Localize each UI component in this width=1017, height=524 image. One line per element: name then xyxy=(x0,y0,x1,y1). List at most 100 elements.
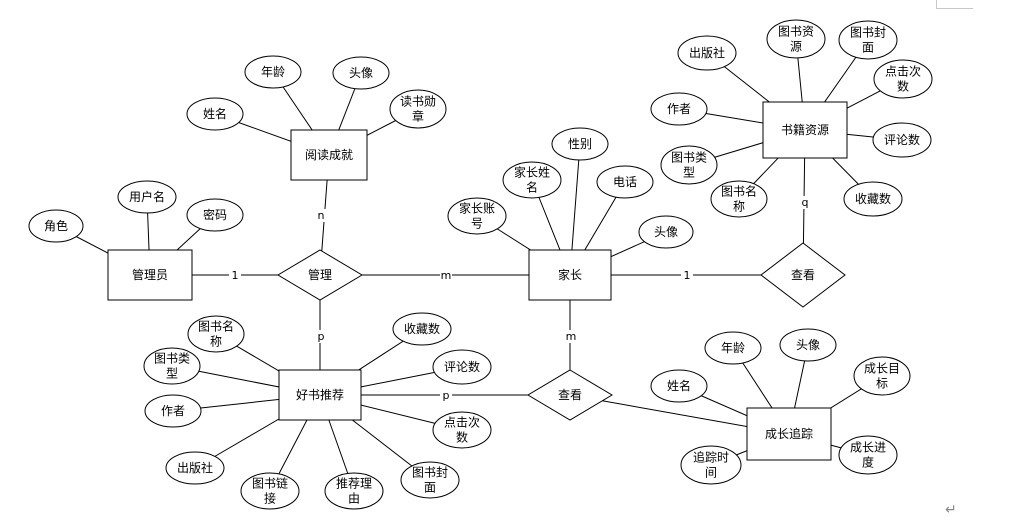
attribute-ellipse xyxy=(779,328,837,362)
entity-growth: 成长追踪 xyxy=(746,407,832,461)
attribute-ellipse xyxy=(680,445,742,485)
attribute-label-line-1: 追踪时 xyxy=(693,450,729,465)
attribute-ellipse xyxy=(117,180,177,214)
relationship-label: 管理 xyxy=(308,267,332,282)
cardinality-background xyxy=(229,269,241,282)
cardinality-c-books-viewbooks: q xyxy=(802,196,809,209)
cardinality-background xyxy=(440,389,452,402)
attribute-label-line-2: 标 xyxy=(876,377,888,391)
attribute-ellipse xyxy=(186,97,244,131)
attribute-label-line-2: 称 xyxy=(733,200,745,214)
attribute-ellipse xyxy=(432,349,492,385)
cardinality-c-reading-manage: n xyxy=(318,209,325,222)
entity-label: 书籍资源 xyxy=(781,122,829,137)
attribute-label: 评论数 xyxy=(444,359,480,374)
attribute-label-line-2: 名 xyxy=(526,180,538,195)
attribute-b-publisher: 出版社 xyxy=(677,35,737,71)
attribute-label-line-1: 点击次 xyxy=(885,65,921,79)
attribute-ellipse xyxy=(240,472,300,510)
attribute-ellipse xyxy=(392,312,452,346)
relationship-label: 查看 xyxy=(558,388,582,402)
attribute-label-line-1: 图书链 xyxy=(252,476,288,491)
attribute-ellipse xyxy=(838,435,898,475)
cardinality-c-manage-parent: m xyxy=(441,269,452,282)
attribute-label-line-2: 数 xyxy=(456,430,468,445)
relationship-label: 查看 xyxy=(791,268,815,282)
attribute-ellipse xyxy=(843,181,903,217)
attribute-label-line-2: 称 xyxy=(210,335,222,349)
attribute-t-age: 年龄 xyxy=(704,331,762,365)
attribute-ellipse xyxy=(650,92,708,126)
attribute-label: 年龄 xyxy=(261,65,285,79)
attribute-ellipse xyxy=(710,180,768,218)
attribute-label: 头像 xyxy=(796,338,820,352)
attribute-label-line-1: 图书封 xyxy=(850,26,886,40)
attribute-label-line-2: 由 xyxy=(348,492,360,506)
attribute-label: 评论数 xyxy=(884,132,920,147)
attribute-label: 性别 xyxy=(568,137,592,151)
attribute-t-avatar: 头像 xyxy=(779,328,837,362)
attribute-label: 年龄 xyxy=(721,341,745,355)
entity-admin: 管理员 xyxy=(107,249,193,301)
attribute-ellipse xyxy=(766,19,826,59)
attribute-r-age: 年龄 xyxy=(244,55,302,89)
attribute-label: 头像 xyxy=(349,66,373,80)
cardinality-c-goodbooks-manage: p xyxy=(318,330,325,343)
attribute-label-line-1: 家长账 xyxy=(459,201,495,216)
entity-label: 管理员 xyxy=(132,267,168,282)
attribute-ellipse xyxy=(873,59,933,99)
attribute-label: 角色 xyxy=(44,219,68,233)
paragraph-return-icon: ↵ xyxy=(945,502,957,518)
attribute-label-line-1: 家长姓 xyxy=(514,165,550,180)
attribute-label: 作者 xyxy=(161,404,185,418)
attribute-ellipse xyxy=(596,165,654,199)
entity-box xyxy=(746,407,832,461)
attribute-p-gender: 性别 xyxy=(551,127,609,161)
attribute-ellipse xyxy=(28,209,84,243)
relationship-diamond xyxy=(760,242,846,308)
attribute-a-role: 角色 xyxy=(28,209,84,243)
attribute-a-username: 用户名 xyxy=(117,180,177,214)
attribute-ellipse xyxy=(165,451,225,485)
attribute-label-line-1: 点击次 xyxy=(444,416,480,430)
attribute-label-line-1: 推荐理 xyxy=(336,477,372,491)
attribute-label: 头像 xyxy=(654,225,678,239)
attribute-label-line-2: 号 xyxy=(471,217,483,231)
attribute-ellipse xyxy=(447,197,507,235)
attribute-ellipse xyxy=(144,394,202,428)
attribute-label-line-2: 章 xyxy=(412,109,424,124)
attribute-label: 姓名 xyxy=(667,378,691,393)
attribute-ellipse xyxy=(638,215,694,249)
attribute-t-name: 姓名 xyxy=(650,369,708,403)
entity-goodbooks: 好书推荐 xyxy=(278,369,362,421)
cardinality-background xyxy=(315,330,327,343)
entity-label: 阅读成就 xyxy=(305,148,353,162)
attribute-b-favorites: 收藏数 xyxy=(843,181,903,217)
attribute-ellipse xyxy=(551,127,609,161)
attribute-label-line-1: 图书资 xyxy=(778,25,814,39)
attribute-ellipse xyxy=(660,145,718,185)
attribute-ellipse xyxy=(704,331,762,365)
attribute-p-avatar: 头像 xyxy=(638,215,694,249)
attribute-g-comments: 评论数 xyxy=(432,349,492,385)
attribute-ellipse xyxy=(872,122,932,158)
attribute-label-line-2: 面 xyxy=(424,481,436,495)
cardinality-c-admin-manage: 1 xyxy=(232,269,239,282)
attribute-ellipse xyxy=(244,55,302,89)
entity-box xyxy=(290,129,368,181)
attribute-label-line-1: 图书名 xyxy=(721,184,757,199)
attribute-ellipse xyxy=(650,369,708,403)
attribute-ellipse xyxy=(332,56,390,90)
attribute-label: 收藏数 xyxy=(855,191,891,206)
attribute-label: 出版社 xyxy=(177,460,213,475)
attribute-label-line-2: 度 xyxy=(862,455,874,470)
attribute-label-line-2: 面 xyxy=(862,41,874,55)
attribute-b-author: 作者 xyxy=(650,92,708,126)
page-corner-mark xyxy=(936,0,973,9)
